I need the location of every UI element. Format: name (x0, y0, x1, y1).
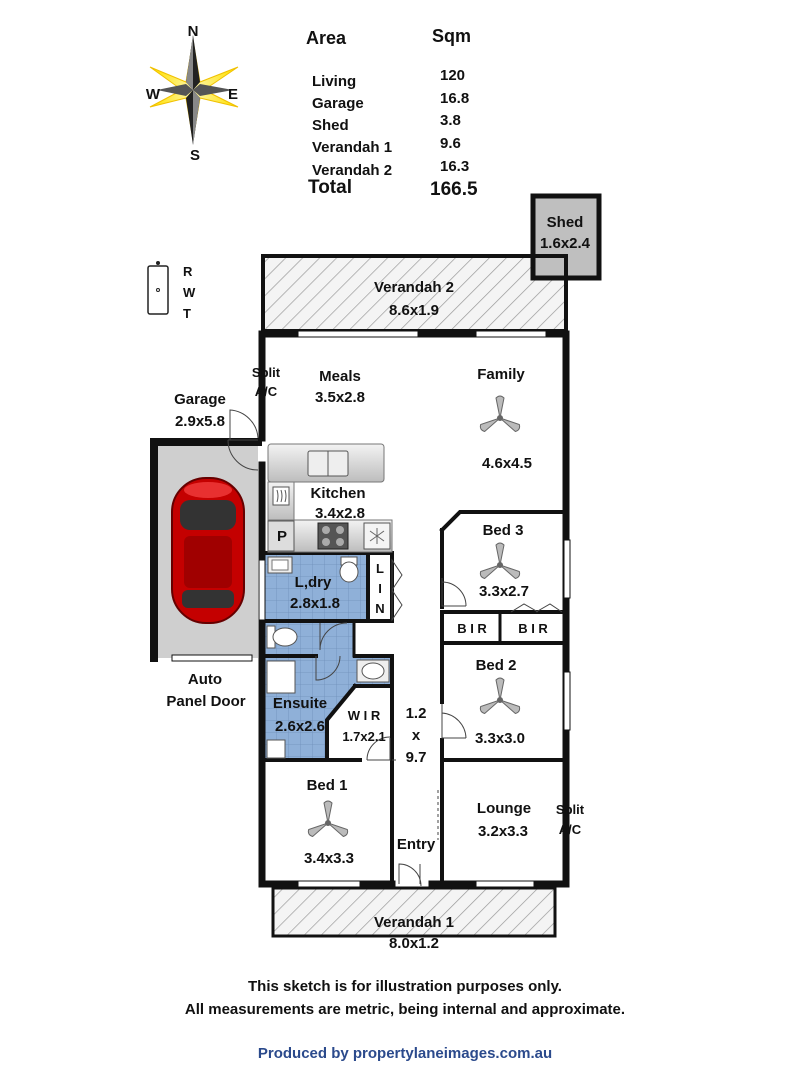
hall-size: x (412, 727, 421, 744)
compass-e-label: E (228, 86, 238, 103)
compass-w-label: W (146, 86, 161, 103)
verandah-2-label: Verandah 2 (374, 279, 454, 296)
ensuite-label: Ensuite (273, 695, 327, 712)
verandah-2-floor (263, 256, 566, 331)
family-size: 4.6x4.5 (482, 455, 532, 472)
shed-label: Shed (547, 214, 584, 231)
compass-s-label: S (190, 147, 200, 164)
laundry-label: L,dry (295, 574, 332, 591)
rwt-r-label: R (183, 264, 193, 279)
meals-size: 3.5x2.8 (315, 389, 365, 406)
bed-3-label: Bed 3 (483, 522, 524, 539)
verandah-1-label: Verandah 1 (374, 914, 454, 931)
bed-2-label: Bed 2 (476, 657, 517, 674)
bed-1-size: 3.4x3.3 (304, 850, 354, 867)
verandah-1-size: 8.0x1.2 (389, 935, 439, 952)
bir-label: B I R (518, 621, 548, 636)
bed-2-size: 3.3x3.0 (475, 730, 525, 747)
compass-n-label: N (188, 23, 199, 40)
wir-size: 1.7x2.1 (342, 729, 385, 744)
doors (227, 409, 563, 887)
lounge-label: Lounge (477, 800, 531, 817)
verandah-2-size: 8.6x1.9 (389, 302, 439, 319)
dishwasher-icon (272, 486, 290, 506)
shower-icon (266, 660, 296, 694)
garage-door-label: Auto (188, 671, 222, 688)
garage-size: 2.9x5.8 (175, 413, 225, 430)
area-row-value: 120 (440, 67, 465, 84)
area-row-value: 16.3 (440, 158, 469, 175)
laundry-toilet-icon (339, 556, 359, 583)
verandah-1-floor (273, 888, 555, 936)
bed-1-label: Bed 1 (307, 777, 348, 794)
rwt-t-label: T (183, 306, 191, 321)
rwt-w-label: W (183, 285, 196, 300)
ceiling-fan-icon (478, 542, 522, 580)
cooktop-icon (317, 522, 349, 550)
split-ac-label: A/C (559, 822, 582, 837)
split-ac-label: Split (556, 802, 585, 817)
rainwater-tank-icon (147, 261, 169, 315)
area-header: Area (306, 28, 347, 48)
sqm-header: Sqm (432, 26, 471, 46)
area-row-value: 3.8 (440, 112, 461, 129)
entry-label: Entry (397, 836, 436, 853)
ensuite-basin-icon (266, 739, 286, 759)
disclaimer-line-2: All measurements are metric, being inter… (184, 1001, 626, 1018)
vanity-basin-icon (356, 659, 390, 683)
shed-size: 1.6x2.4 (540, 235, 591, 252)
laundry-size: 2.8x1.8 (290, 595, 340, 612)
kitchen-size: 3.4x2.8 (315, 505, 365, 522)
area-row-name: Living (312, 73, 356, 90)
area-row-name: Verandah 1 (312, 139, 392, 156)
area-total-label: Total (308, 177, 352, 198)
linen-label: I (378, 581, 382, 596)
area-row-value: 9.6 (440, 135, 461, 152)
area-row-name: Verandah 2 (312, 162, 392, 179)
garage-label: Garage (174, 391, 226, 408)
ensuite-floor (265, 658, 392, 758)
linen-label: N (375, 601, 384, 616)
compass-rose-icon (149, 35, 239, 145)
laundry-tub-icon (267, 556, 293, 574)
ceiling-fan-icon (306, 800, 350, 838)
area-row-value: 16.8 (440, 90, 469, 107)
ceiling-fan-icon (478, 395, 522, 433)
pantry-label: P (277, 528, 287, 545)
car-icon (171, 477, 245, 624)
meals-label: Meals (319, 368, 361, 385)
linen-label: L (376, 561, 384, 576)
garage-door-label: Panel Door (166, 693, 245, 710)
ensuite-size: 2.6x2.6 (275, 718, 325, 735)
bed-3-size: 3.3x2.7 (479, 583, 529, 600)
kitchen-label: Kitchen (310, 485, 365, 502)
toilet-icon (266, 625, 298, 649)
area-row-name: Shed (312, 117, 349, 134)
fridge-icon (363, 522, 391, 550)
hall-size: 1.2 (406, 705, 427, 722)
producer-credit: Produced by propertylaneimages.com.au (257, 1045, 553, 1062)
lounge-size: 3.2x3.3 (478, 823, 528, 840)
bir-label: B I R (457, 621, 487, 636)
pantry-box (267, 520, 295, 552)
wir-label: W I R (348, 708, 381, 723)
area-row-name: Garage (312, 95, 364, 112)
split-ac-label: Split (252, 365, 281, 380)
windows (171, 330, 571, 888)
ceiling-fan-icon (478, 677, 522, 715)
family-label: Family (477, 366, 525, 383)
area-total-value: 166.5 (430, 179, 478, 200)
split-ac-label: A/C (255, 384, 278, 399)
disclaimer-line-1: This sketch is for illustration purposes… (248, 978, 562, 995)
hall-size: 9.7 (406, 749, 427, 766)
